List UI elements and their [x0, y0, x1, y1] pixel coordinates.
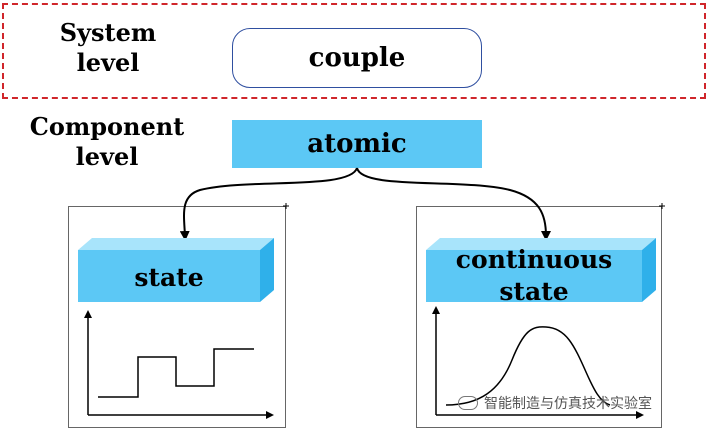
atomic-box: atomic — [232, 120, 482, 168]
state-block-side — [260, 238, 274, 302]
continuous-block-front — [426, 250, 642, 302]
watermark: 智能制造与仿真技术实验室 — [458, 392, 652, 414]
continuous-label-line1: continuous — [455, 245, 613, 274]
couple-box: couple — [232, 28, 482, 88]
system-label-line2: level — [76, 48, 140, 77]
system-label-line1: System — [59, 18, 157, 47]
arrow-to-continuous — [356, 167, 551, 241]
watermark-text: 智能制造与仿真技术实验室 — [484, 396, 652, 412]
atomic-label: atomic — [307, 129, 407, 159]
arrow-to-state — [179, 167, 358, 241]
continuous-state-label: continuous state — [426, 244, 642, 308]
continuous-block-side — [642, 238, 656, 302]
state-block-top — [78, 238, 274, 250]
state-block-front — [78, 250, 260, 302]
couple-label: couple — [308, 43, 406, 73]
component-label-line2: level — [75, 142, 139, 171]
continuous-label-line2: state — [499, 277, 569, 306]
continuous-signal — [445, 326, 611, 406]
component-level-label: Component level — [12, 112, 202, 172]
continuous-block-top — [426, 238, 656, 250]
component-label-line1: Component — [29, 112, 185, 141]
wechat-icon — [458, 396, 478, 410]
step-signal — [98, 348, 254, 398]
system-level-label: System level — [38, 18, 178, 78]
state-label: state — [134, 263, 204, 292]
system-level-region — [2, 3, 706, 99]
